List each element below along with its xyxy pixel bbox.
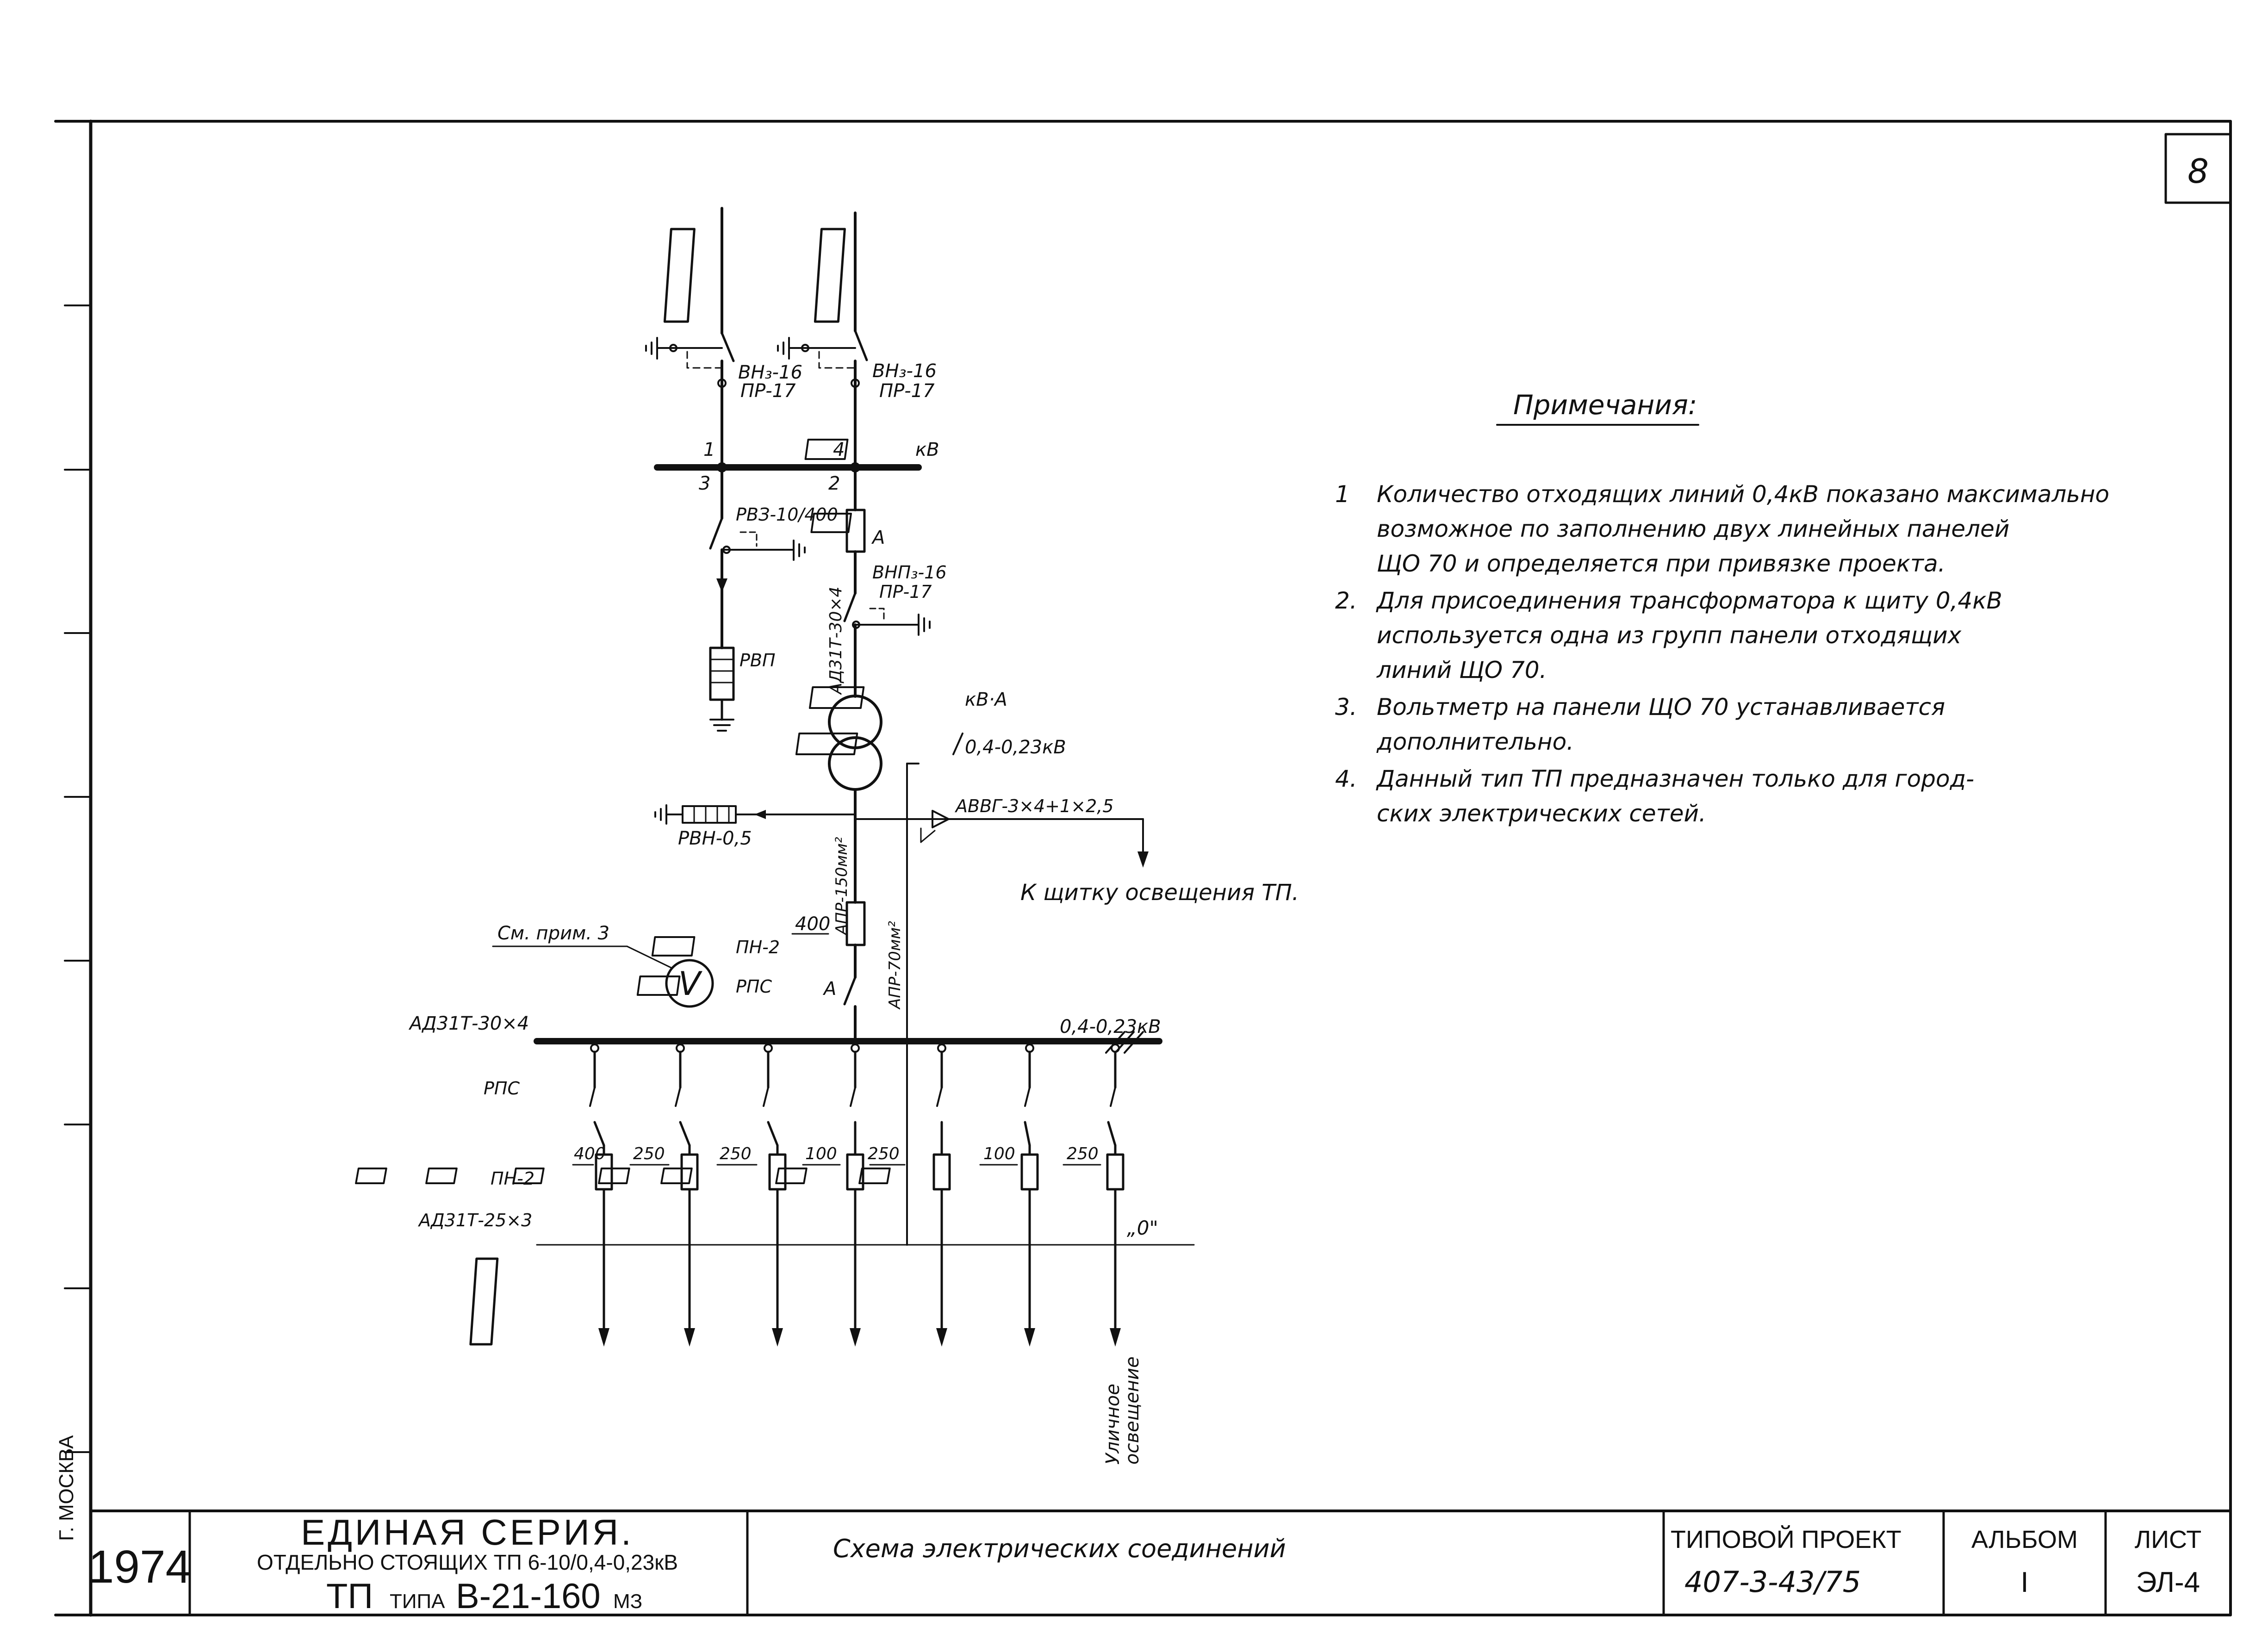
kv-box-label: кВ [915,439,939,460]
feeder-2-rating: 250 [633,1144,665,1163]
feeder-switch-label: РПС [484,1078,520,1099]
note-4-line-2: ских электрических сетей. [1377,800,1706,827]
tp-type-word: ТИПА [390,1590,445,1613]
bus-node-2: 2 [828,473,840,494]
sheet-title: Схема электрических соединений [833,1534,1286,1563]
note-1-line-2: возможное по заполнению двух линейных па… [1377,516,2009,542]
lv-busbar [534,1031,1162,1054]
main-cable-label: АПР-150мм² [833,837,851,936]
arrester-label: РВП [739,650,776,671]
note-2-line-1: Для присоединения трансформатора к щиту … [1376,587,2002,614]
sheet-label: ЛИСТ [2135,1526,2201,1553]
note-3-line-2: дополнительно. [1376,728,1574,755]
note-1-line-3: ЩО 70 и определяется при привязке проект… [1377,550,1945,577]
fuse-right-label: ПР-17 [879,380,935,402]
project-label: ТИПОВОЙ ПРОЕКТ [1671,1525,1901,1553]
feeder-3-rating: 250 [720,1144,752,1163]
note-4-number: 4. [1335,765,1357,792]
note-2-line-3: линий ЩО 70. [1376,657,1547,683]
neutral-cable-label: АПР-70мм² [886,921,904,1010]
feeder-3 [512,1044,787,1347]
switch-right-label: ВН₃-16 [872,360,937,382]
note-2-number: 2. [1335,587,1357,614]
main-breaker-label: РПС [736,976,772,997]
series-subtitle: ОТДЕЛЬНО СТОЯЩИХ ТП 6-10/0,4-0,23кВ [257,1550,678,1574]
fuse-left-label: ПР-17 [740,380,796,402]
lv-main-breaker [492,818,866,1043]
feeder-cable-label: АД31Т-25×3 [417,1210,532,1230]
lighting-cable-label: АВВГ-3×4+1×2,5 [954,796,1114,816]
kva-box-label: кВ·А [965,689,1007,710]
note-1-number: 1 [1335,481,1350,508]
note-1-line-1: Количество отходящих линий 0,4кВ показан… [1377,481,2109,508]
sheet-number: 8 [2187,152,2209,191]
arrester-branch [709,466,806,732]
neutral-mark: „0" [1127,1217,1158,1239]
tp-type-code: В-21-160 [456,1577,601,1616]
lv-arrester-label: РВН-0,5 [678,828,752,849]
hv-incoming-lines [645,207,868,471]
hv-cable-label: АД31Т-30×4 [826,587,845,695]
series-title: ЕДИНАЯ СЕРИЯ. [301,1512,634,1553]
main-fuse-type: ПН-2 [736,937,780,957]
feeder-fuse-type: ПН-2 [491,1168,534,1189]
feeder-5 [932,1044,951,1347]
switch-left-label: ВН₃-16 [738,362,802,383]
tp-type-suffix: МЗ [613,1590,642,1613]
feeder-4-rating: 100 [805,1144,837,1163]
note-3-number: 3. [1335,694,1357,721]
feeder-7-street-lighting [858,1044,1125,1347]
load-switch-label: ВНП₃-16 [872,562,947,583]
bus-node-1: 1 [703,439,715,460]
notes-block: Примечания: 1 Количество отходящих линий… [1335,389,2109,827]
amp-box-label: А [871,527,885,548]
note-3-line-1: Вольтметр на панели ЩО 70 устанавливаетс… [1377,694,1945,721]
year: 1974 [88,1541,191,1593]
main-breaker-unit: А [822,978,836,1000]
album-label: АЛЬБОМ [1971,1526,2078,1553]
album-value: I [2020,1566,2028,1598]
sheet-value: ЭЛ-4 [2136,1566,2200,1598]
feeder-2 [425,1044,699,1347]
feeder-1-rating: 400 [574,1144,606,1163]
lighting-target-label: К щитку освещения ТП. [1020,880,1299,906]
title-block-grid [89,1510,2232,1616]
city-mark: Г. МОСКВА [55,1435,78,1541]
voltage-box-label: 0,4-0,23кВ [965,737,1066,758]
voltmeter-symbol: V [678,965,702,1003]
feeder-5-rating: 250 [868,1144,900,1163]
street-lighting-line-2: освещение [1122,1356,1143,1465]
lv-bus-voltage-label: 0,4-0,23кВ [1060,1016,1161,1037]
bus-node-4: 4 [833,439,845,460]
feeder-6-rating: 100 [983,1144,1015,1163]
voltmeter-note: См. прим. 3 [497,923,609,944]
street-lighting-line-1: Уличное [1102,1384,1124,1465]
project-number: 407-3-43/75 [1684,1565,1861,1599]
main-fuse-rating: 400 [795,913,830,935]
feeder-1 [355,1044,613,1347]
feeder-6 [775,1044,1039,1347]
lv-connection [654,763,1149,1246]
feeder-4 [598,1044,906,1347]
note-2-line-2: используется одна из групп панели отходя… [1377,622,1962,649]
note-4-line-1: Данный тип ТП предназначен только для го… [1376,765,1974,792]
lv-bus-cable-label: АД31Т-30×4 [408,1013,529,1034]
feeder-7-rating: 250 [1067,1144,1099,1163]
tp-type-prefix: ТП [326,1577,373,1616]
bus-node-3: 3 [699,473,710,494]
notes-heading: Примечания: [1513,389,1697,421]
load-fuse-label: ПР-17 [879,582,932,602]
